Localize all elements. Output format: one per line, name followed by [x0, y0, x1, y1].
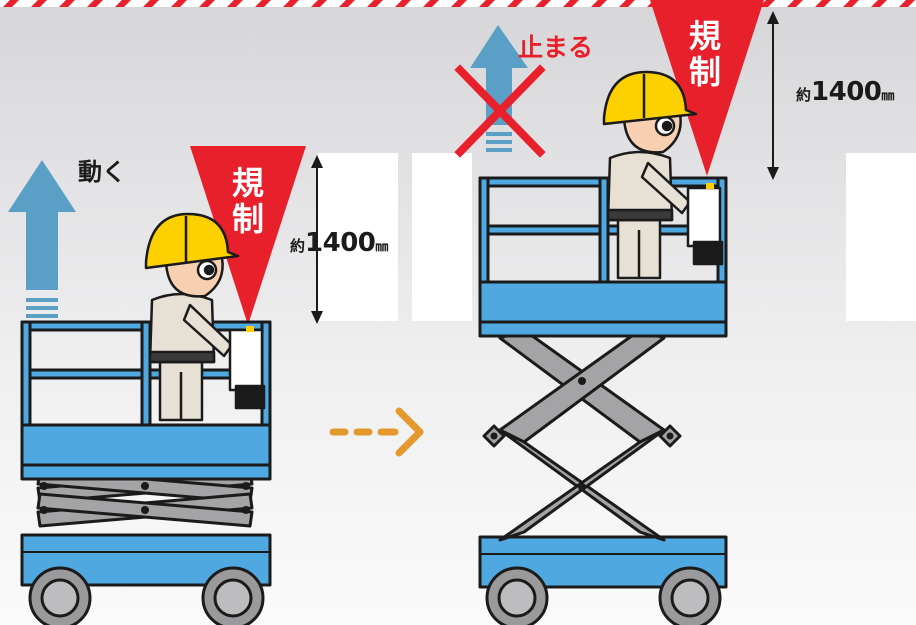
regulation-label-left: 規 制	[228, 165, 268, 237]
distance-line-right	[767, 11, 779, 180]
distance-prefix: 約	[796, 86, 812, 104]
wheel	[28, 566, 92, 625]
guard-rail	[478, 176, 728, 284]
distance-prefix: 約	[290, 237, 306, 255]
regulation-char: 規	[231, 164, 264, 202]
worker-icon	[144, 212, 266, 422]
scissor-arms	[498, 328, 666, 542]
distance-label-left: 約 1400 ㎜	[290, 228, 388, 258]
wheel	[485, 566, 549, 625]
worker-icon	[602, 70, 724, 280]
regulation-char: 制	[688, 53, 721, 91]
wheel	[201, 566, 265, 625]
warning-stripe	[0, 0, 916, 7]
scissor-lift-right	[478, 176, 728, 625]
up-arrow-icon	[8, 160, 76, 318]
distance-line-left	[311, 155, 323, 324]
dashed-right-arrow-icon	[329, 407, 424, 457]
regulation-triangle-left	[190, 146, 306, 325]
regulation-label-right: 規 制	[685, 18, 725, 90]
wheel	[658, 566, 722, 625]
distance-unit: ㎜	[881, 89, 895, 104]
cross-icon	[454, 64, 546, 158]
stop-label: 止まる	[518, 33, 594, 62]
background-blocks	[318, 153, 916, 321]
blocked-up-arrow-icon	[454, 25, 546, 158]
distance-label-right: 約 1400 ㎜	[796, 77, 894, 107]
move-label: 動く	[78, 158, 126, 186]
regulation-triangle-right	[650, 0, 764, 176]
distance-unit: ㎜	[375, 240, 389, 255]
guard-rail	[20, 320, 272, 427]
distance-value: 1400	[305, 228, 376, 258]
scissor-lift-left	[20, 320, 272, 625]
regulation-char: 規	[688, 17, 721, 55]
regulation-char: 制	[231, 200, 264, 238]
distance-value: 1400	[811, 77, 882, 107]
